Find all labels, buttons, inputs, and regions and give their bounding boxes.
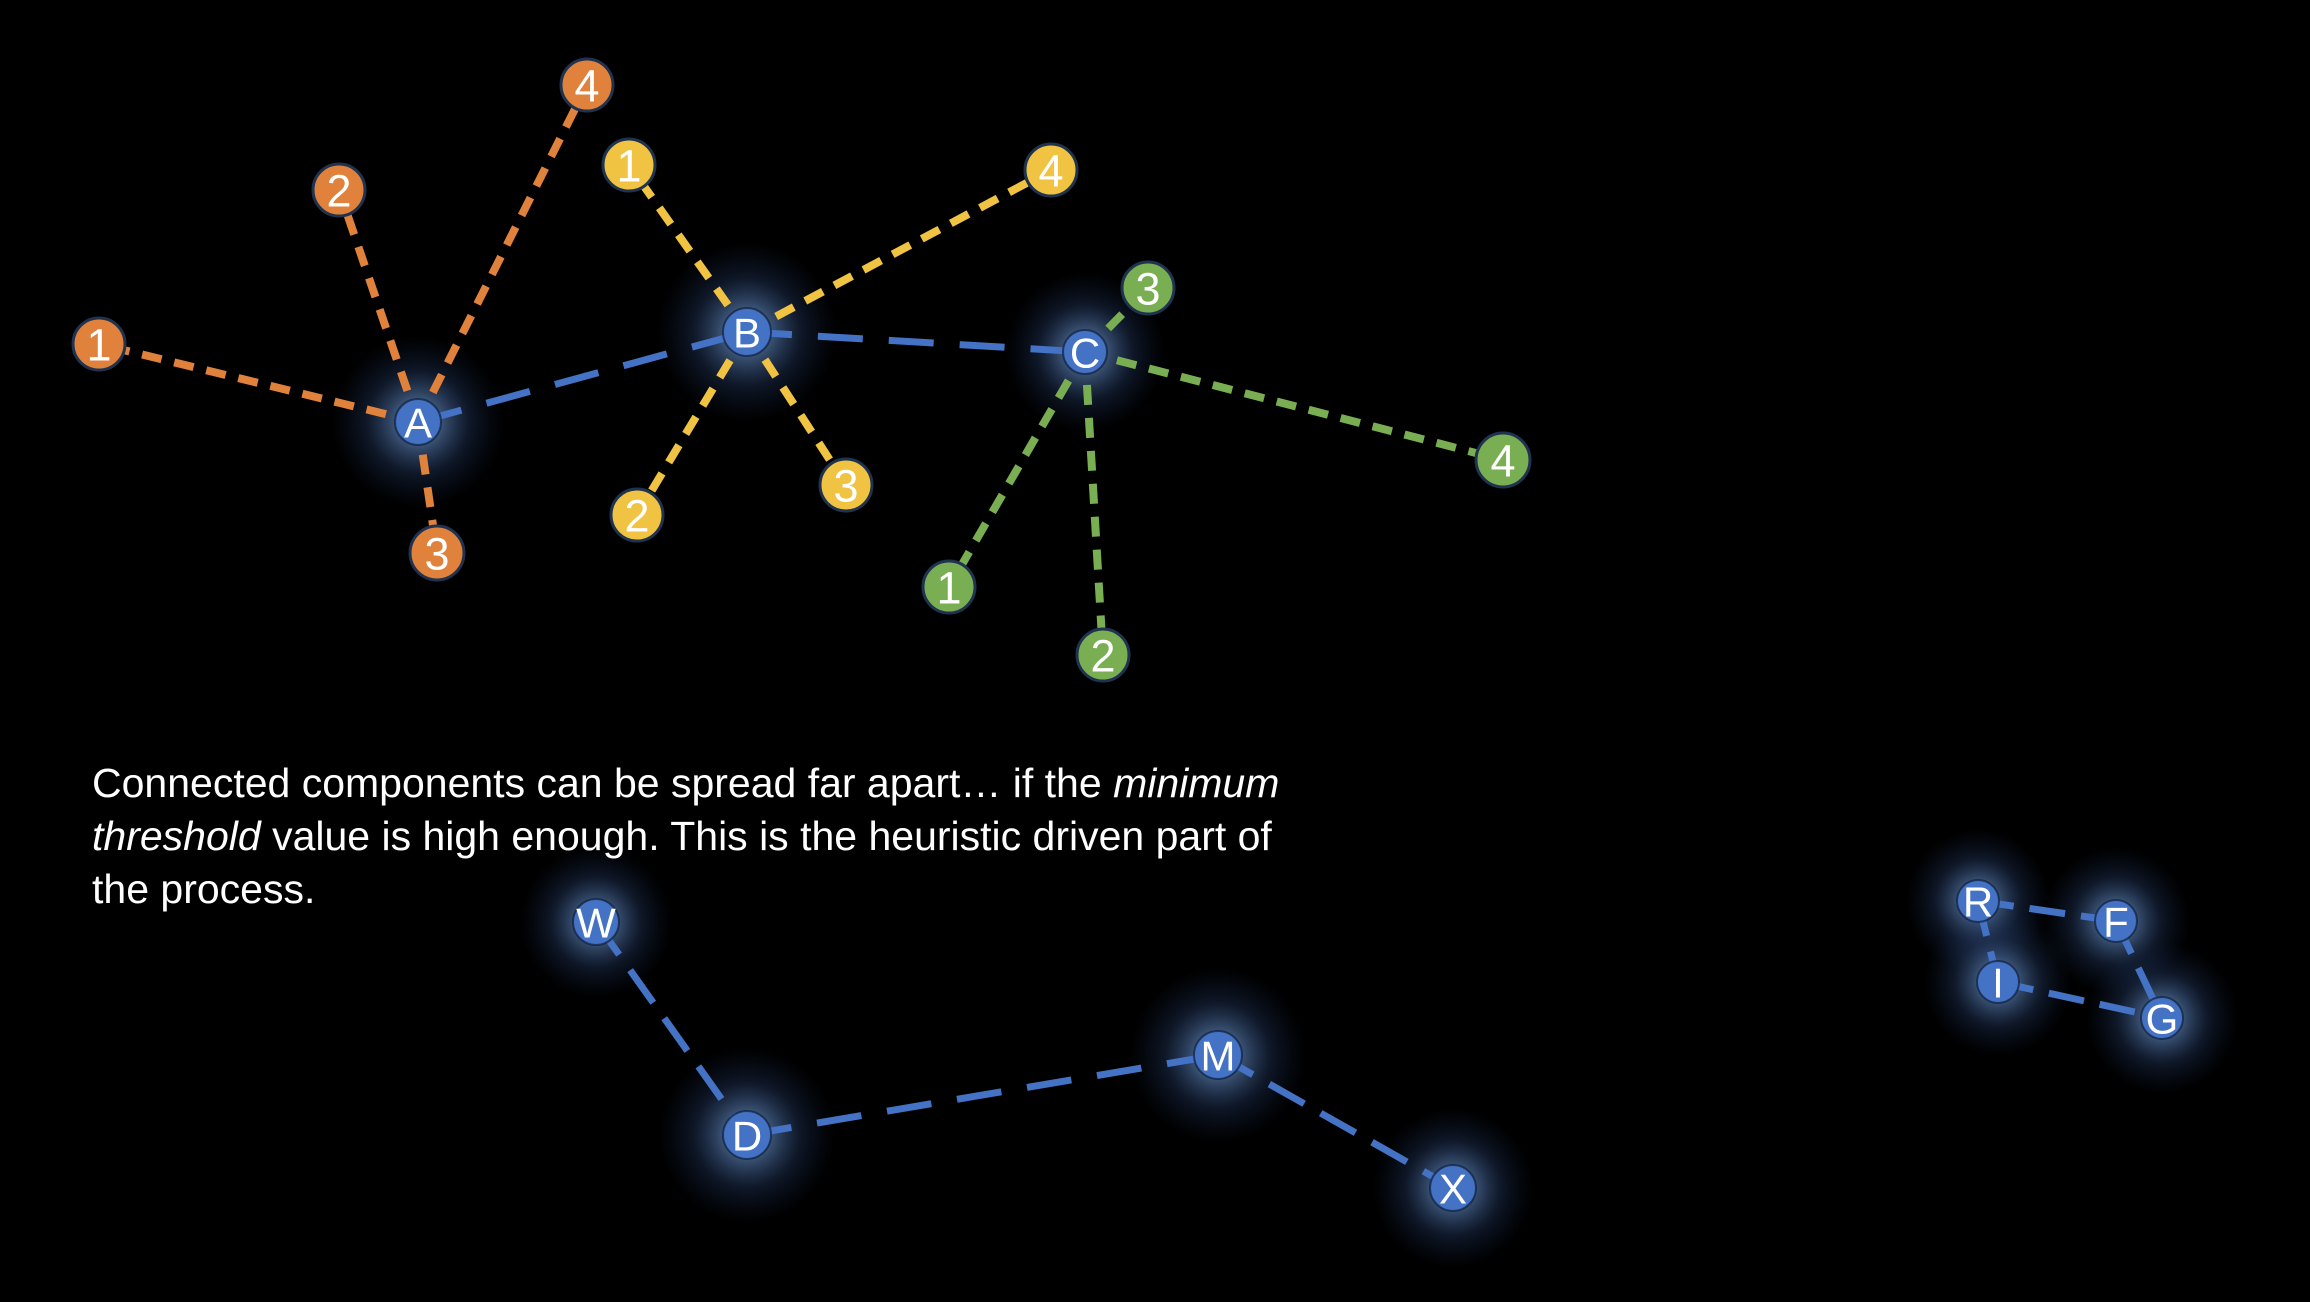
edge-C-g4 [1083, 348, 1505, 464]
edge-W-D [593, 919, 750, 1138]
edge-A-o1 [98, 340, 419, 426]
edge-layer [98, 83, 2166, 1192]
satellite-label-y2: 2 [624, 491, 649, 542]
node-M [1193, 1030, 1243, 1080]
satellite-node-g3 [1120, 260, 1176, 316]
node-F [2094, 899, 2138, 943]
edge-B-y2 [633, 329, 751, 518]
satellite-node-g2 [1075, 627, 1131, 683]
node-I [1976, 960, 2020, 1004]
node-C [1062, 329, 1108, 375]
node-label-I: I [1992, 960, 2004, 1007]
satellite-node-g1 [921, 559, 977, 615]
edge-B-y1 [625, 162, 751, 335]
edge-C-g2 [1081, 351, 1107, 656]
caption-text: Connected components can be spread far a… [92, 760, 1114, 806]
node-label-W: W [576, 900, 616, 947]
node-A [394, 398, 442, 446]
edge-I-G [1997, 978, 2163, 1022]
caption-text: value is high enough. This is the heuris… [260, 813, 1272, 859]
satellite-label-g3: 3 [1135, 264, 1160, 315]
node-D [722, 1110, 772, 1160]
edge-B-y4 [745, 166, 1053, 336]
caption-line-1: Connected components can be spread far a… [92, 757, 1279, 810]
caption: Connected components can be spread far a… [92, 757, 1279, 916]
edge-R-F [1977, 897, 2117, 925]
satellite-node-y1 [601, 137, 657, 193]
node-R [1956, 879, 2000, 923]
edge-C-g1 [945, 349, 1089, 590]
node-W [572, 898, 620, 946]
node-label-F: F [2103, 899, 2129, 946]
satellite-label-g1: 1 [936, 563, 961, 614]
node-G [2140, 996, 2184, 1040]
caption-italic-threshold: threshold [92, 813, 261, 859]
edge-B-y3 [743, 329, 850, 488]
node-label-G: G [2146, 996, 2179, 1043]
satellite-node-o3 [408, 524, 466, 582]
satellite-label-g2: 2 [1090, 631, 1115, 682]
glow-layer [332, 242, 2238, 1268]
node-label-M: M [1201, 1033, 1236, 1080]
edge-M-X [1216, 1051, 1455, 1192]
node-label-X: X [1439, 1166, 1467, 1213]
satellite-node-o2 [311, 162, 367, 218]
edge-D-M [746, 1051, 1219, 1139]
caption-line-2: threshold value is high enough. This is … [92, 810, 1279, 863]
satellite-label-o1: 1 [86, 320, 111, 371]
satellite-node-y3 [818, 457, 874, 513]
node-B [722, 307, 772, 357]
node-X [1429, 1164, 1477, 1212]
node-label-R: R [1963, 879, 1993, 926]
satellite-label-o3: 3 [424, 529, 449, 580]
satellite-label-y3: 3 [833, 461, 858, 512]
node-label-B: B [733, 310, 761, 357]
satellite-label-o4: 4 [574, 61, 599, 112]
satellite-node-g4 [1474, 431, 1532, 489]
node-label-C: C [1070, 330, 1100, 377]
edge-A-o2 [335, 188, 422, 424]
satellite-node-y2 [609, 487, 665, 543]
node-label-A: A [404, 400, 432, 447]
satellite-node-o1 [71, 316, 127, 372]
caption-line-3: the process. [92, 863, 1279, 916]
satellite-label-y1: 1 [616, 141, 641, 192]
edge-A-B [417, 328, 748, 426]
edge-A-o4 [414, 83, 591, 424]
caption-text: the process. [92, 866, 316, 912]
satellite-label-o2: 2 [326, 166, 351, 217]
node-label-D: D [732, 1113, 762, 1160]
satellite-node-y4 [1023, 142, 1079, 198]
edge-B-C [746, 328, 1086, 356]
caption-italic-minimum: minimum [1113, 760, 1280, 806]
satellite-label-y4: 4 [1038, 146, 1063, 197]
satellite-node-o4 [559, 57, 615, 113]
satellite-label-g4: 4 [1490, 436, 1515, 487]
